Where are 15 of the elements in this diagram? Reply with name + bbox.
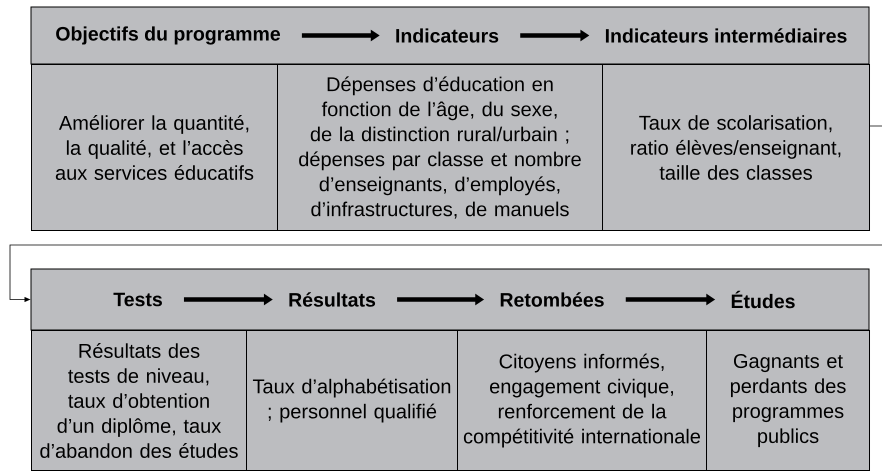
column-heading: Études	[732, 290, 795, 308]
table-cell: Gagnants et perdants des programmes publics	[706, 330, 870, 471]
column-heading: Objectifs du programme	[56, 26, 280, 45]
header-band	[30, 6, 870, 64]
column-heading: Tests	[113, 292, 162, 306]
column-heading: Indicateurs intermédiaires	[606, 28, 847, 43]
column-heading: Retombées	[500, 292, 604, 307]
table-cell: Résultats des tests de niveau, taux d’obtention d’un diplôme, taux d’abandon des études	[31, 330, 247, 471]
table-cell: Dépenses d’éducation en fonction de l’âge, du sexe, de la distinction rural/urbain ; dépenses par classe et nombre d’enseignants, d’employés, d’infrastructures, de manuels	[277, 64, 603, 231]
table-cell: Améliorer la quantité, la qualité, et l’accès aux services éducatifs	[31, 64, 278, 231]
column-heading: Résultats	[289, 292, 376, 307]
column-heading: Indicateurs	[396, 28, 498, 43]
table-cell: Taux d’alphabétisation ; personnel qualifié	[246, 330, 458, 471]
table-cell: Taux de scolarisation, ratio élèves/enseignant, taille des classes	[602, 64, 870, 231]
table-cell: Citoyens informés, engagement civique, renforcement de la compétitivité internationale	[457, 330, 707, 471]
